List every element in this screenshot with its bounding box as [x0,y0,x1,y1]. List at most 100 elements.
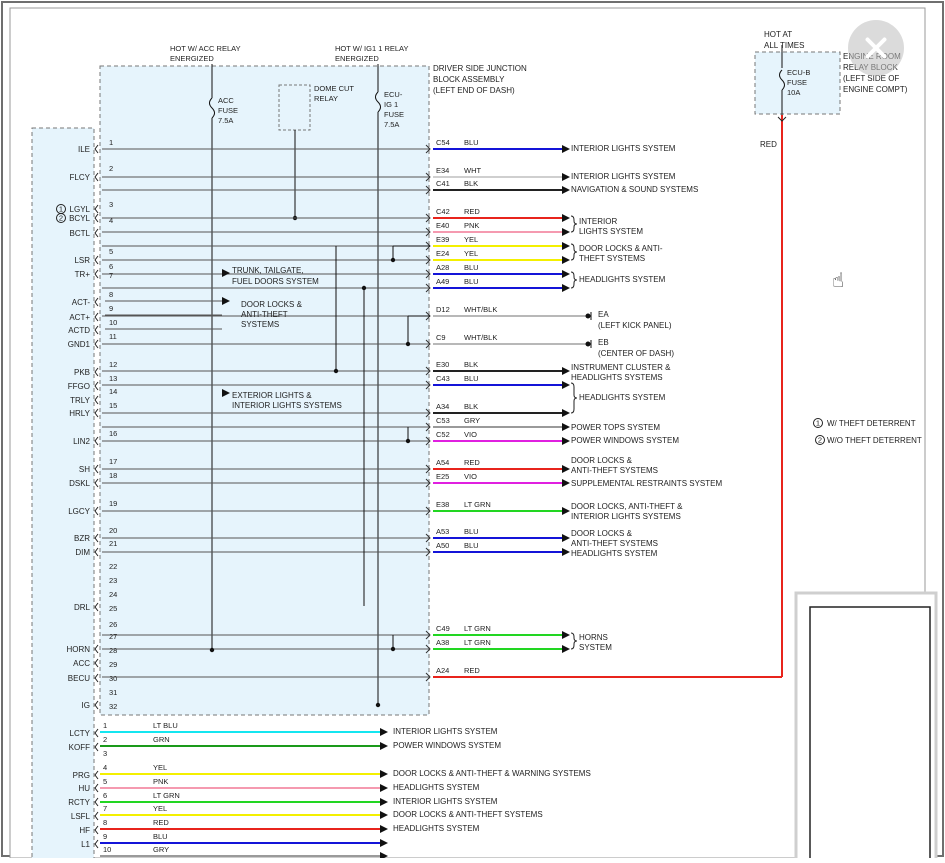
connector-e30: E30 [436,360,449,369]
connector-pin-chevron [94,797,99,807]
brace-icon [570,271,578,289]
pin-label-horn: HORN [66,645,90,654]
connector-pin-chevron [94,228,99,238]
connector-pin-chevron [94,213,99,223]
wire-color-label: VIO [464,430,477,439]
pin-label-trly: TRLY [70,396,91,405]
junction-output-chevron [425,380,431,390]
ground-label: (CENTER OF DASH) [598,349,674,358]
ig1-relay-header: ENERGIZED [335,54,379,63]
destination-label: HEADLIGHTS SYSTEM [579,275,666,284]
pin-label-pkb: PKB [74,368,90,377]
junction-dot [405,341,411,347]
lower-arrow [380,784,388,792]
wire-color-label: BLU [464,277,479,286]
lower-destination: INTERIOR LIGHTS SYSTEM [393,797,498,806]
lower-wire-color: GRN [153,735,170,744]
connector-e34: E34 [436,166,449,175]
pin-label-lsr: LSR [74,256,90,265]
junction-output-chevron [425,339,431,349]
connector-a24: A24 [436,666,449,675]
junction-output-chevron [425,547,431,557]
engine-room-title: (LEFT SIDE OF [843,74,899,83]
junction-output-chevron [425,506,431,516]
connector-pin-chevron [94,464,99,474]
legend-circled-2-icon [815,435,825,445]
ig1-fuse-symbol [375,91,381,113]
ground-label: EA [598,310,609,319]
wire-color-label: BLU [464,374,479,383]
lower-wire-color: LT GRN [153,791,180,800]
destination-label: HORNS [579,633,608,642]
destination-arrow [562,409,570,417]
connector-pin-chevron [94,533,99,543]
destination-label: INTERIOR [579,217,617,226]
destination-arrow [562,270,570,278]
ecu-ig1-fuse-label: ECU- [384,90,403,99]
pin-number: 32 [109,702,117,711]
junction-output-chevron [425,672,431,682]
lower-pin-number: 10 [103,845,111,854]
lower-pin-number: 4 [103,763,107,772]
lower-destination: POWER WINDOWS SYSTEM [393,741,501,750]
door-locks-note: DOOR LOCKS & [241,300,303,309]
hot-at-all-times-header: HOT AT [764,30,792,39]
connector-pin-chevron [94,825,99,835]
pin-number: 9 [109,304,113,313]
pin-label-bzr: BZR [74,534,90,543]
junction-output-chevron [425,172,431,182]
connector-pin-chevron [94,172,99,182]
destination-label: INTERIOR LIGHTS SYSTEM [571,172,676,181]
pin-number: 6 [109,262,113,271]
connector-pin-chevron [94,811,99,821]
lower-destination: DOOR LOCKS & ANTI-THEFT SYSTEMS [393,810,543,819]
lower-pin-number: 6 [103,791,107,800]
destination-label: HEADLIGHTS SYSTEM [579,393,666,402]
connector-c49: C49 [436,624,450,633]
lower-wire-color: YEL [153,804,167,813]
pin-label-hrly: HRLY [69,409,90,418]
connector-pin-chevron [94,144,99,154]
connector-a54: A54 [436,458,449,467]
pin-label-act: ACT- [72,298,91,307]
lower-wire-color: YEL [153,763,167,772]
connector-pin-chevron [94,312,99,322]
pin-label-gnd1: GND1 [68,340,91,349]
wire-color-label: WHT [464,166,481,175]
destination-label: DOOR LOCKS, ANTI-THEFT & [571,502,683,511]
destination-label: INTERIOR LIGHTS SYSTEM [571,144,676,153]
connector-pin-chevron [94,547,99,557]
pin-number: 7 [109,271,113,280]
acc-fuse-label: FUSE [218,106,238,115]
engine-room-title: ENGINE COMPT) [843,85,908,94]
legend-num-1: 1 [816,419,820,428]
pin-label-lcty: LCTY [70,729,91,738]
connector-c43: C43 [436,374,450,383]
connector-e24: E24 [436,249,449,258]
connector-pin-chevron [94,297,99,307]
pin-number: 22 [109,562,117,571]
connector-e39: E39 [436,235,449,244]
junction-block-title: DRIVER SIDE JUNCTION [433,64,527,73]
hot-at-all-times-header: ALL TIMES [764,41,804,50]
close-button[interactable] [848,20,904,76]
destination-arrow [562,465,570,473]
connector-c54: C54 [436,138,450,147]
pin-label-l1: L1 [81,840,90,849]
destination-arrow [562,631,570,639]
pin-label-actd: ACTD [68,326,90,335]
junction-dot [361,285,367,291]
pin-label-lin2: LIN2 [73,437,90,446]
ecu-b-fuse-symbol [779,69,785,91]
ground-point-icon [585,341,591,347]
destination-arrow [562,228,570,236]
connector-pin-chevron [94,728,99,738]
pin-number: 23 [109,576,117,585]
destination-arrow [562,284,570,292]
wire-color-label: PNK [464,221,479,230]
connector-c42: C42 [436,207,450,216]
wire-color-label: BLU [464,138,479,147]
lower-pin-number: 3 [103,749,107,758]
destination-arrow [562,645,570,653]
